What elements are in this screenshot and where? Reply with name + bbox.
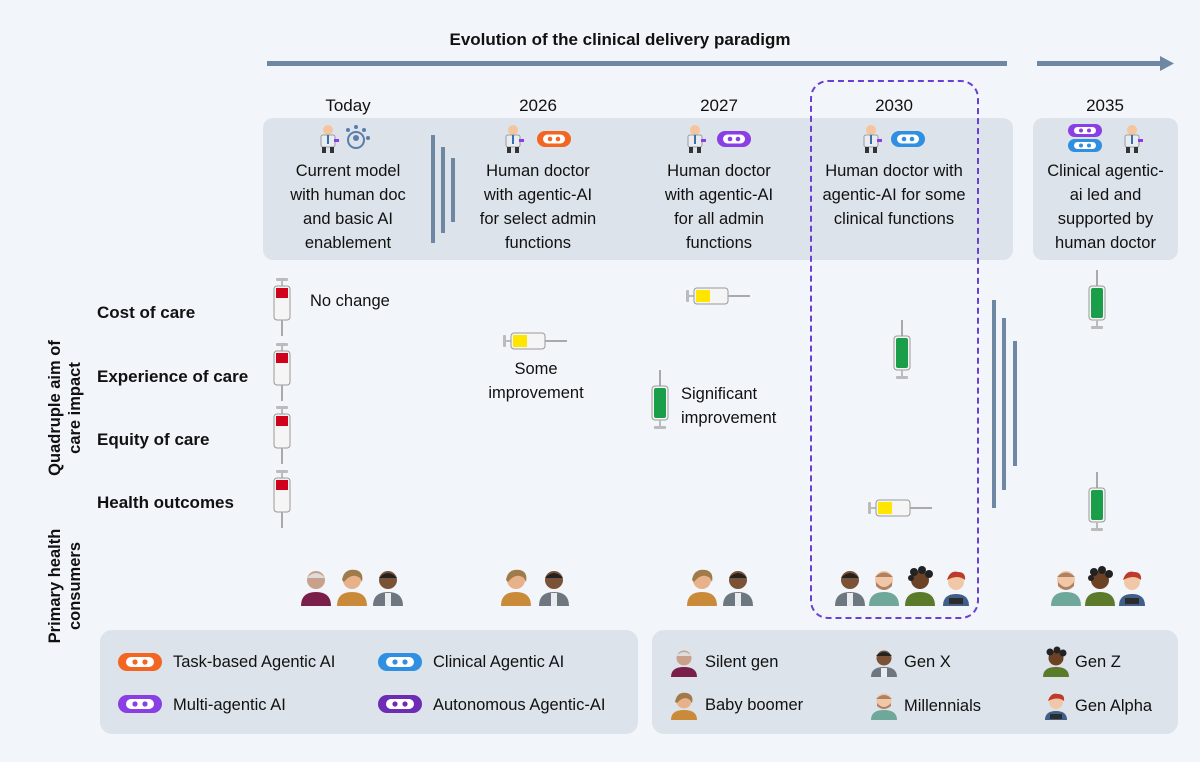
consumers-2035-avatars [1051,566,1145,606]
legend-gen-x: Gen X [904,653,951,671]
gen-alpha-avatar-icon [943,571,969,606]
legend-ai-multi: Multi-agentic AI [173,696,286,714]
arrow-head-icon [1160,56,1174,71]
doctor-and-task-agent-icon [505,125,571,153]
row-label-cost: Cost of care [97,303,196,322]
autonomous-agent-icon [378,695,422,713]
separator-bar [1002,318,1006,490]
consumers-2026-avatars [501,569,569,606]
stage-year-today: Today [325,96,371,115]
gen-x-avatar-icon [871,650,897,677]
highlight-2030-frame [810,80,979,619]
silent-gen-avatar-icon [301,571,331,606]
syringe-significant-improvement-icon [1088,472,1106,531]
generation-legend [652,630,1178,734]
baby-boomer-avatar-icon [687,569,717,606]
legend-gen-alpha: Gen Alpha [1075,697,1153,715]
timeline-line [267,61,1007,66]
clinical-agent-icon [378,653,422,671]
stage-year-2035: 2035 [1086,96,1124,115]
page-title: Evolution of the clinical delivery parad… [449,30,791,49]
syringe-some-improvement-icon [503,332,567,350]
syringe-no-change-icon [273,406,291,464]
stage-2035-band [1033,118,1178,260]
baby-boomer-avatar-icon [337,569,367,606]
separator-bar [431,135,435,243]
multi-agent-icon [118,695,162,713]
stages-band [263,118,1013,260]
legend-gen-silent: Silent gen [705,653,779,671]
millennials-avatar-icon [871,693,897,720]
gen-x-avatar-icon [373,571,403,606]
legend-ai-autonomous: Autonomous Agentic-AI [433,696,606,714]
gen-alpha-avatar-icon [1119,571,1145,606]
syringe-significant-improvement-icon [651,370,669,429]
gen-x-avatar-icon [723,571,753,606]
stage-year-2030: 2030 [875,96,913,115]
gen-x-avatar-icon [835,571,865,606]
separator-bar [992,300,996,508]
timeline-line-end [1037,61,1167,66]
gen-z-avatar-icon [905,566,935,606]
consumers-today-avatars [301,569,403,606]
syringe-no-change-icon [273,343,291,401]
doctor-and-multi-agent-icon [687,125,751,153]
gen-z-avatar-icon [1043,646,1069,677]
gen-z-avatar-icon [1085,566,1115,606]
doctor-and-clinical-agent-icon [863,125,925,153]
syringe-some-improvement-icon [868,499,932,517]
silent-gen-avatar-icon [671,650,697,677]
syringe-no-change-icon [273,278,291,336]
ai-legend [100,630,638,734]
doctor-and-ai-brain-icon [320,125,370,153]
separator-bar [1013,341,1017,466]
millennials-avatar-icon [869,571,899,606]
autonomous-agents-and-doctor-icon [1068,124,1143,153]
millennials-avatar-icon [1051,571,1081,606]
consumers-2027-avatars [687,569,753,606]
consumers-2030-avatars [835,566,969,606]
baby-boomer-avatar-icon [501,569,531,606]
gen-alpha-avatar-icon [1045,693,1067,720]
stage-year-2027: 2027 [700,96,738,115]
row-label-experience: Experience of care [97,367,249,386]
row-label-outcomes: Health outcomes [97,493,234,512]
legend-ai-clinical: Clinical Agentic AI [433,653,565,671]
separator-bar [441,147,445,233]
syringe-some-improvement-icon [686,287,750,305]
annotation-no-change: No change [310,292,390,310]
legend-gen-z: Gen Z [1075,653,1121,671]
syringe-significant-improvement-icon [1088,270,1106,329]
syringe-significant-improvement-icon [893,320,911,379]
legend-gen-baby-boomer: Baby boomer [705,696,804,714]
gen-x-avatar-icon [539,571,569,606]
legend-ai-task-based: Task-based Agentic AI [173,653,336,671]
separator-bar [451,158,455,222]
task-based-agent-icon [118,653,162,671]
row-label-equity: Equity of care [97,430,210,449]
syringe-no-change-icon [273,470,291,528]
baby-boomer-avatar-icon [671,692,697,720]
legend-gen-millennials: Millennials [904,697,982,715]
stage-year-2026: 2026 [519,96,557,115]
